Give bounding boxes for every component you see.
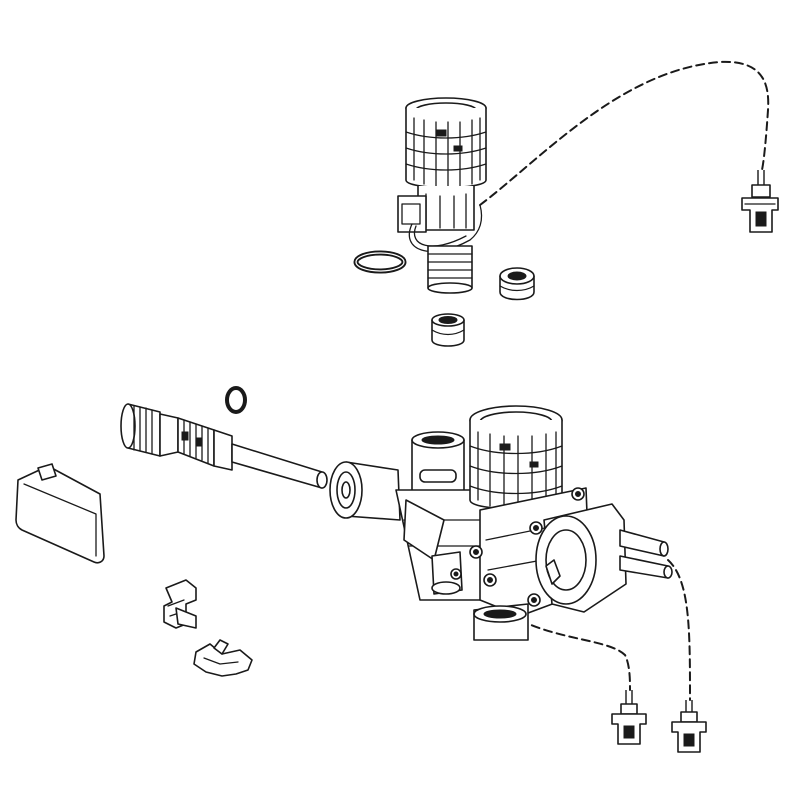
end-cap-cover: [15, 463, 105, 564]
lower-left-sensor-wire: [519, 619, 631, 691]
main-valve-body: [329, 405, 673, 641]
upper-sensor-connector: [741, 170, 779, 233]
upper-o-ring: [353, 250, 407, 274]
upper-valve-body: [397, 97, 487, 294]
lower-sensor-connector-right: [671, 700, 707, 753]
lower-right-sensor-wire: [667, 559, 691, 701]
retaining-clip-upper: [163, 579, 197, 629]
upper-sleeve-bushing: [431, 313, 465, 347]
retaining-clip-lower: [193, 639, 253, 677]
upper-seal-ring: [499, 267, 535, 301]
small-o-ring: [225, 386, 247, 414]
upper-sensor-wire: [479, 60, 770, 206]
piston-rod-assembly: [120, 403, 328, 489]
lower-sensor-connector-left: [611, 690, 647, 745]
